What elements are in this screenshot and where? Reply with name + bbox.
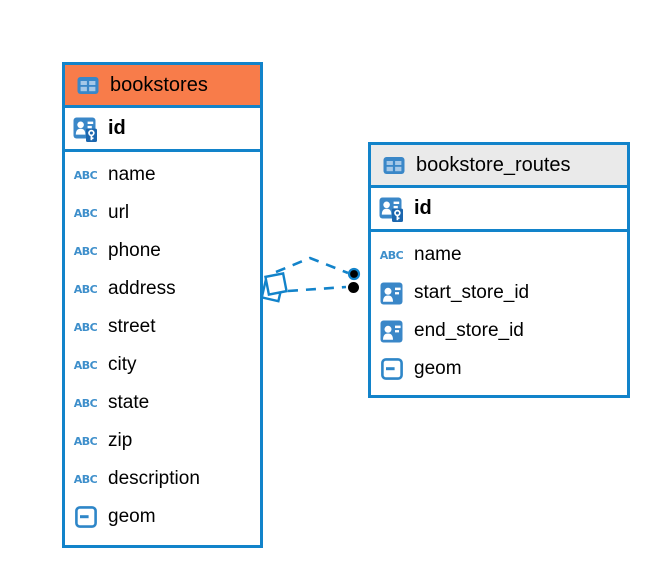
column-row-state[interactable]: ABC state	[65, 384, 260, 422]
primary-key-name: id	[414, 197, 432, 219]
column-name: name	[414, 244, 462, 265]
column-row-street[interactable]: ABC street	[65, 308, 260, 346]
relationship-endpoint-dots	[347, 267, 361, 293]
relationship-line-lower[interactable]	[287, 285, 347, 293]
column-list: ABC name ABC url ABC phone ABC address A…	[65, 152, 260, 540]
column-row-zip[interactable]: ABC zip	[65, 422, 260, 460]
primary-key-icon	[72, 116, 99, 142]
column-list: ABC name start_store_id end_store_id ge	[371, 232, 627, 392]
column-name: end_store_id	[414, 320, 524, 341]
column-row-description[interactable]: ABC description	[65, 460, 260, 498]
table-header-bookstores[interactable]: bookstores	[65, 65, 260, 108]
reference-type-icon	[378, 318, 405, 344]
table-icon	[74, 72, 101, 98]
column-name: start_store_id	[414, 282, 530, 303]
primary-key-icon	[378, 196, 405, 222]
primary-key-name: id	[108, 117, 126, 139]
column-row-geom[interactable]: geom	[65, 498, 260, 536]
column-name: name	[108, 164, 156, 185]
text-type-icon: ABC	[73, 472, 98, 486]
text-type-icon: ABC	[73, 168, 98, 182]
column-name: phone	[108, 240, 161, 261]
text-type-icon: ABC	[73, 206, 98, 220]
column-row-name[interactable]: ABC name	[65, 156, 260, 194]
column-row-geom[interactable]: geom	[371, 350, 627, 388]
column-name: city	[108, 354, 137, 375]
column-name: zip	[108, 430, 133, 451]
column-name: geom	[414, 358, 462, 379]
column-name: geom	[108, 506, 156, 527]
column-name: description	[108, 468, 200, 489]
text-type-icon: ABC	[73, 244, 98, 258]
relationship-diamond-marker	[260, 272, 288, 303]
column-row-city[interactable]: ABC city	[65, 346, 260, 384]
text-type-icon: ABC	[73, 358, 98, 372]
column-name: url	[108, 202, 130, 223]
table-icon	[380, 152, 407, 178]
table-name: bookstores	[110, 73, 208, 96]
column-row-url[interactable]: ABC url	[65, 194, 260, 232]
column-row-phone[interactable]: ABC phone	[65, 232, 260, 270]
reference-type-icon	[378, 280, 405, 306]
table-name: bookstore_routes	[416, 153, 571, 176]
column-row-start-store-id[interactable]: start_store_id	[371, 274, 627, 312]
primary-key-row[interactable]: id	[371, 188, 627, 232]
primary-key-row[interactable]: id	[65, 108, 260, 152]
text-type-icon: ABC	[379, 248, 404, 262]
column-row-end-store-id[interactable]: end_store_id	[371, 312, 627, 350]
text-type-icon: ABC	[73, 320, 98, 334]
column-name: state	[108, 392, 150, 413]
text-type-icon: ABC	[73, 396, 98, 410]
text-type-icon: ABC	[73, 434, 98, 448]
column-name: address	[108, 278, 176, 299]
table-header-bookstore-routes[interactable]: bookstore_routes	[371, 145, 627, 188]
table-bookstores[interactable]: bookstores id ABC name ABC url ABC phone…	[62, 62, 263, 548]
relationship-line-upper[interactable]	[275, 256, 349, 275]
geometry-type-icon	[72, 504, 99, 530]
table-bookstore-routes[interactable]: bookstore_routes id ABC name start_store…	[368, 142, 630, 398]
column-name: street	[108, 316, 156, 337]
text-type-icon: ABC	[73, 282, 98, 296]
column-row-address[interactable]: ABC address	[65, 270, 260, 308]
geometry-type-icon	[378, 356, 405, 382]
column-row-name[interactable]: ABC name	[371, 236, 627, 274]
